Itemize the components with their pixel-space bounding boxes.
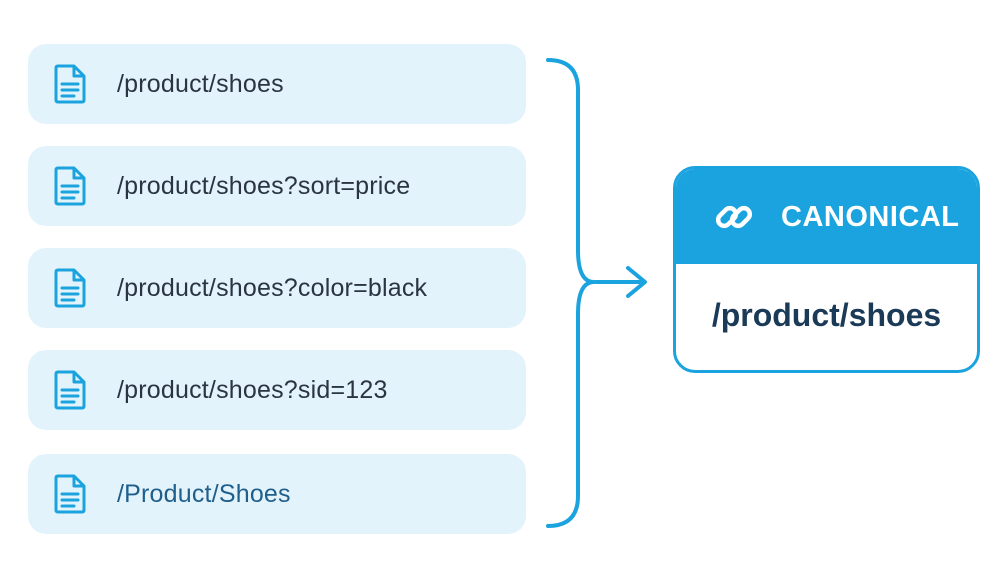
link-icon [715, 205, 753, 229]
document-icon [54, 166, 86, 206]
canonical-header: CANONICAL [676, 169, 977, 264]
canonical-label: CANONICAL [781, 201, 960, 233]
document-icon [54, 64, 86, 104]
url-variant-text: /product/shoes?color=black [117, 273, 428, 302]
url-variant-item: /product/shoes?color=black [28, 248, 526, 328]
document-icon [54, 474, 86, 514]
url-variant-text: /product/shoes?sort=price [117, 171, 411, 200]
curly-bracket [546, 58, 596, 528]
url-variant-text: /product/shoes?sid=123 [117, 375, 388, 404]
url-variant-item: /product/shoes?sort=price [28, 146, 526, 226]
url-variant-item: /Product/Shoes [28, 454, 526, 534]
document-icon [54, 268, 86, 308]
document-icon [54, 370, 86, 410]
canonical-card: CANONICAL /product/shoes [673, 166, 980, 373]
url-variant-item: /product/shoes?sid=123 [28, 350, 526, 430]
canonical-url: /product/shoes [711, 297, 942, 333]
url-variant-text: /Product/Shoes [117, 479, 291, 508]
url-variant-item: /product/shoes [28, 44, 526, 124]
url-variant-text: /product/shoes [117, 69, 284, 98]
arrow-head-icon [626, 266, 647, 298]
